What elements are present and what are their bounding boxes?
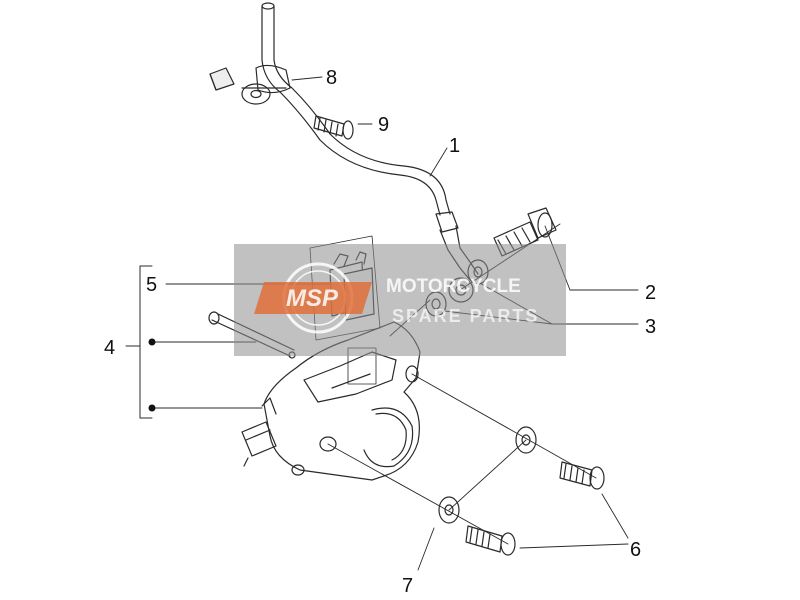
bracket-dots bbox=[148, 338, 156, 412]
callout-label-8: 8 bbox=[326, 67, 337, 89]
watermark-line1: MOTORCYCLE bbox=[386, 276, 521, 297]
hose-clamp-part bbox=[209, 64, 291, 105]
callout-label-6: 6 bbox=[630, 539, 641, 561]
watermark-line2: SPARE PARTS bbox=[392, 306, 539, 326]
callout-label-3: 3 bbox=[645, 316, 656, 338]
watermark: MSP MOTORCYCLE SPARE PARTS bbox=[234, 244, 566, 356]
clamp-bolt-part bbox=[313, 115, 354, 140]
group-bracket bbox=[125, 265, 153, 419]
callout-label-7: 7 bbox=[402, 575, 413, 597]
watermark-logo: MSP bbox=[254, 262, 372, 334]
caliper-bolt-part bbox=[465, 461, 605, 556]
callout-label-4: 4 bbox=[104, 337, 115, 359]
callout-label-9: 9 bbox=[378, 114, 389, 136]
callout-label-5: 5 bbox=[146, 274, 157, 296]
caliper-washer-part bbox=[438, 426, 537, 524]
watermark-badge-text: MSP bbox=[286, 285, 339, 312]
callout-label-1: 1 bbox=[449, 135, 460, 157]
callout-label-2: 2 bbox=[645, 282, 656, 304]
